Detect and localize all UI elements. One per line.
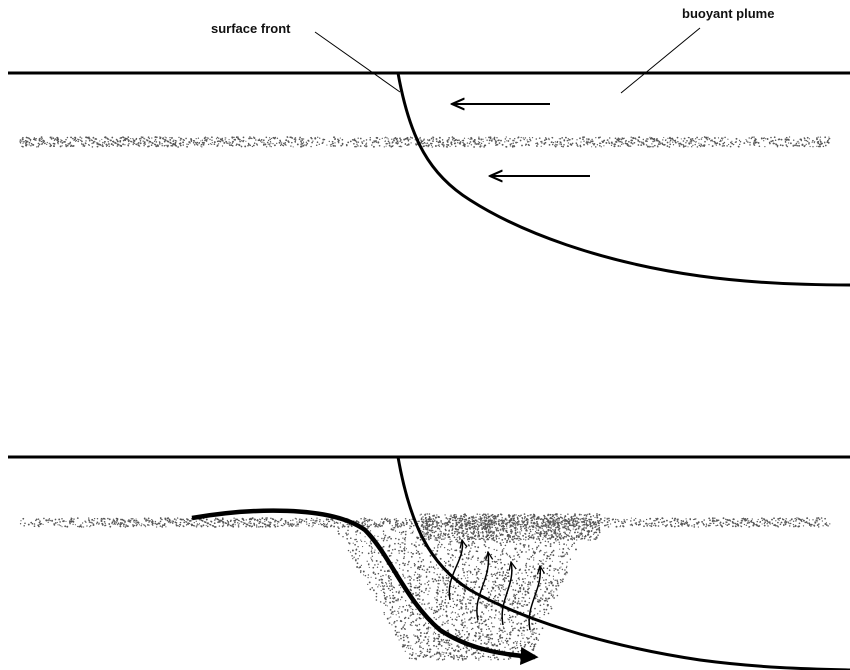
upwelling-arrow [476, 552, 489, 621]
upwelling-arrow [448, 540, 462, 601]
upwelling-arrow [528, 566, 540, 631]
top-panel: surface front buoyant plume [8, 6, 850, 287]
plume-boundary-curve [396, 72, 850, 287]
upwelling-arrow [501, 562, 512, 626]
upwelling-arrows [448, 540, 540, 631]
downwelling-flow-arrow [191, 508, 539, 666]
bottom-panel [8, 455, 850, 670]
buoyant-plume-label: buoyant plume [682, 6, 774, 21]
buoyant-plume-leader-line [620, 27, 701, 94]
plume-boundary-curve [396, 456, 850, 670]
surface-front-leader-line [314, 31, 401, 93]
pycnocline-stipple-band [19, 136, 831, 148]
surface-front-label: surface front [211, 21, 291, 36]
pycnocline-stipple-band [19, 513, 831, 541]
